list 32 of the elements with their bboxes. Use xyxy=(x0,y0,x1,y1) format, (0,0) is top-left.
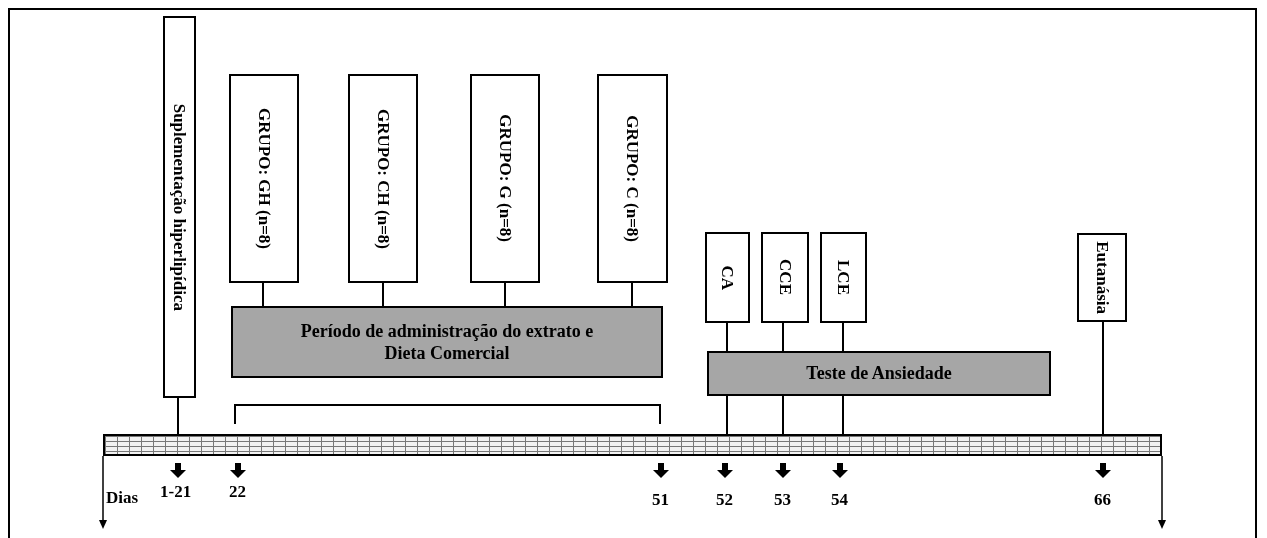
test-group-box: Teste de Ansiedade xyxy=(707,351,1051,396)
connector-line xyxy=(177,397,179,435)
day-label: 66 xyxy=(1094,490,1111,510)
day-label: 22 xyxy=(229,482,246,502)
connector-line xyxy=(842,322,844,352)
group-box: GRUPO: GH (n=8) xyxy=(229,74,299,283)
axis-label: Dias xyxy=(106,488,139,508)
connector-line xyxy=(504,282,506,307)
day-label: 54 xyxy=(831,490,848,510)
day-label: 53 xyxy=(774,490,791,510)
connector-line xyxy=(726,395,728,435)
day-label: 52 xyxy=(716,490,733,510)
stage-box: Eutanásia xyxy=(1077,233,1127,322)
test-box: CCE xyxy=(761,232,809,323)
connector-line xyxy=(726,322,728,352)
test-box: LCE xyxy=(820,232,867,323)
group-box: GRUPO: C (n=8) xyxy=(597,74,668,283)
period-box: Período de administração do extrato e Dieta Comercial xyxy=(231,306,663,378)
timeline-bar xyxy=(103,434,1162,456)
connector-line xyxy=(1102,321,1104,435)
test-box: CA xyxy=(705,232,750,323)
day-label: 1-21 xyxy=(160,482,192,502)
group-box: GRUPO: G (n=8) xyxy=(470,74,540,283)
connector-line xyxy=(782,322,784,352)
stage-box: Suplementação hiperlipídica xyxy=(163,16,196,398)
group-box: GRUPO: CH (n=8) xyxy=(348,74,418,283)
connector-line xyxy=(782,395,784,435)
connector-line xyxy=(382,282,384,307)
connector-line xyxy=(631,282,633,307)
connector-line xyxy=(262,282,264,307)
day-label: 51 xyxy=(652,490,669,510)
connector-line xyxy=(842,395,844,435)
